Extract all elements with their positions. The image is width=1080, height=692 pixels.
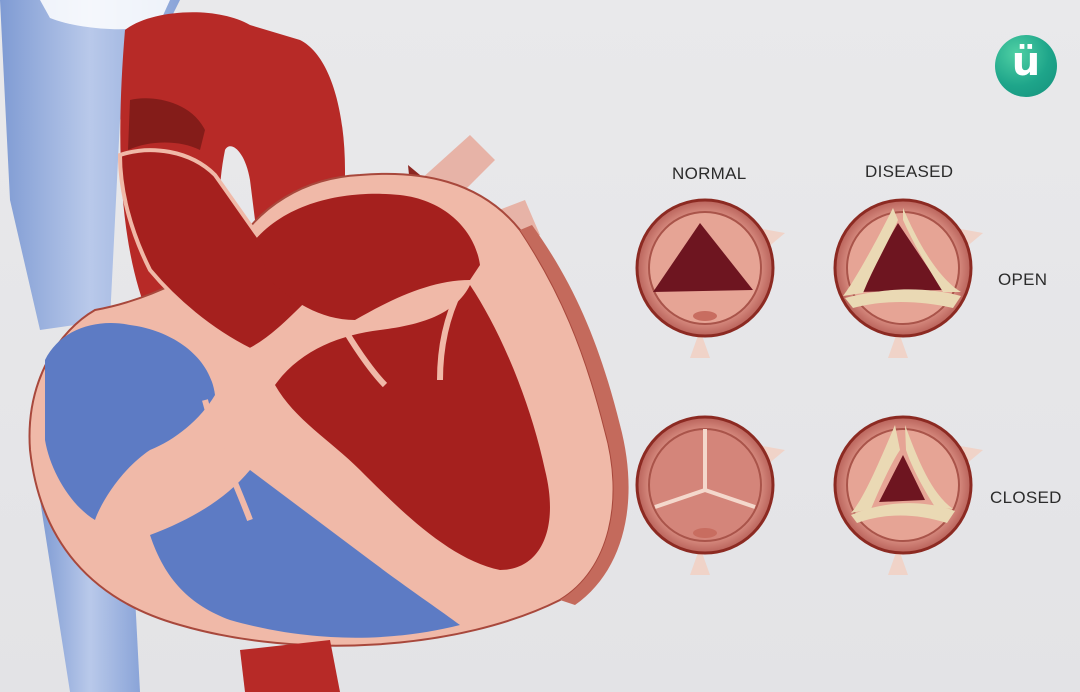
mitral-leaflet-left <box>342 328 388 388</box>
valve-diseased-closed <box>833 415 983 575</box>
valve-diseased-open <box>833 198 983 358</box>
left-atrium <box>255 193 480 320</box>
normal-label: NORMAL <box>672 164 747 183</box>
descending-aorta <box>240 640 340 692</box>
mitral-leaflet-right <box>437 288 463 381</box>
brand-logo-icon: ü <box>995 35 1057 97</box>
heart-outer-right-edge <box>520 225 629 605</box>
right-atrium <box>45 323 215 520</box>
open-label: OPEN <box>998 270 1048 289</box>
brand-logo-text: ü <box>1011 39 1041 85</box>
aorta-shadow <box>128 98 205 150</box>
left-ventricle <box>275 285 550 570</box>
tricuspid-leaflet <box>202 399 253 522</box>
diseased-label: DISEASED <box>865 162 954 181</box>
vena-cava-top-opening <box>40 0 170 30</box>
closed-label: CLOSED <box>990 488 1062 507</box>
aortic-lumen <box>117 148 313 353</box>
valve-normal-open <box>635 198 785 358</box>
valve-normal-closed <box>635 415 785 575</box>
right-ventricle <box>150 470 460 638</box>
